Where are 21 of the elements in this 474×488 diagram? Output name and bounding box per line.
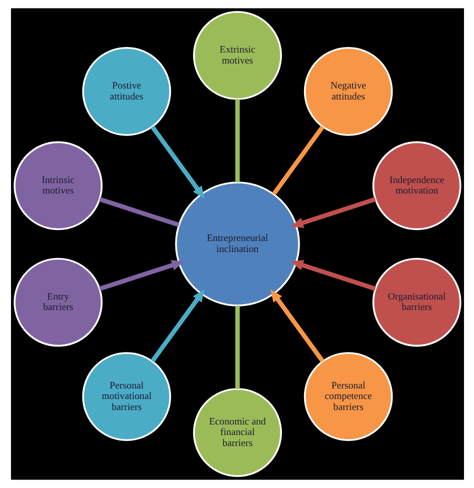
node-circle: Independence motivation xyxy=(372,141,461,230)
connector xyxy=(98,197,179,228)
node-circle: Postive attitudes xyxy=(82,46,171,136)
node-circle: Intrinsic motives xyxy=(13,141,102,230)
arrow xyxy=(98,260,184,291)
arrow xyxy=(150,289,204,362)
node-circle: Entry barriers xyxy=(13,258,102,347)
node-circle: Personal motivational barriers xyxy=(82,352,171,442)
arrow xyxy=(150,126,204,199)
arrow xyxy=(270,289,324,362)
node-circle: Personal competence barriers xyxy=(303,352,392,442)
node-circle: Entrepreneurial inclination xyxy=(174,182,300,306)
node-circle: Extrinsic motives xyxy=(192,10,282,100)
connector xyxy=(271,126,324,196)
arrow xyxy=(290,260,376,291)
node-circle: Economic and financial barriers xyxy=(192,388,282,478)
arrow xyxy=(290,197,376,228)
connector xyxy=(234,306,240,389)
node-circle: Organisational barriers xyxy=(372,258,461,347)
connector xyxy=(234,99,240,182)
node-circle: Negative attitudes xyxy=(303,46,392,136)
